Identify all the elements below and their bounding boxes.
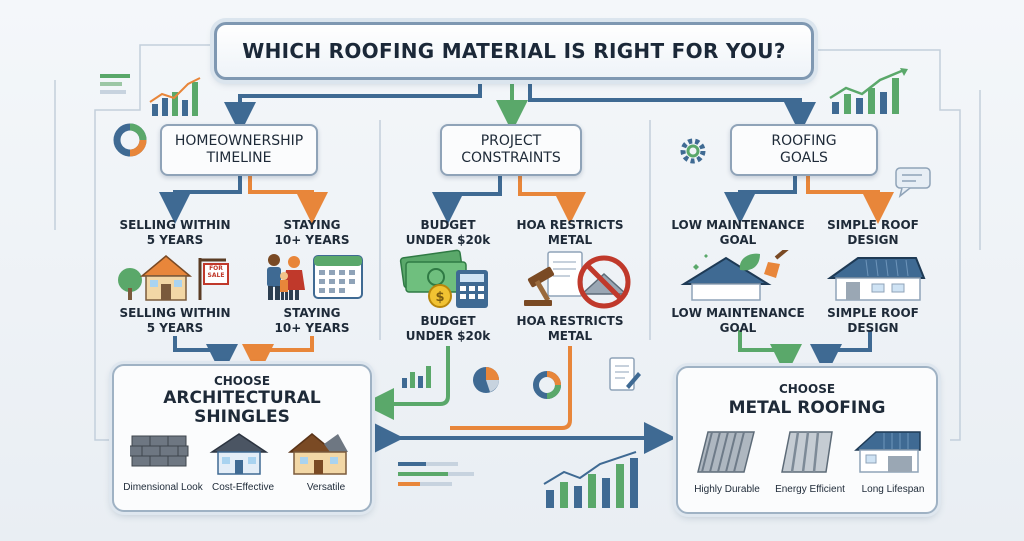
mini-chart-icon [402,366,431,388]
shingles-feature-versatile: Versatile [306,482,346,493]
shingle-tiles-icon [130,435,189,467]
option-budget-caption: BUDGET UNDER $20k [405,314,491,343]
simple-roof-house-icon [826,257,926,301]
growth-chart-icon [829,68,908,114]
shingles-feature-cost-effective: Cost-Effective [211,482,275,493]
blue-house-icon [209,433,269,475]
shingles-choose-text: CHOOSE [213,374,271,388]
house-for-sale-icon [118,255,229,301]
option-staying-caption: STAYING 10+ YEARS [274,306,350,335]
option-budget-label: BUDGET UNDER $20k [405,218,491,247]
family-calendar-icon [267,254,363,300]
metal-feature-energy-efficient: Energy Efficient [775,484,845,495]
shingles-feature-dimensional: Dimensional Look [123,482,203,493]
trend-chart-icon [543,451,638,508]
option-low-maintenance-label: LOW MAINTENANCE GOAL [671,218,805,247]
metal-choose-text: CHOOSE [778,382,836,396]
category-roofing-goals: ROOFING GOALS [730,124,878,176]
category-project-constraints: PROJECT CONSTRAINTS [440,124,582,176]
option-staying-label: STAYING 10+ YEARS [274,218,350,247]
option-hoa-label: HOA RESTRICTS METAL [516,218,624,247]
metal-feature-long-lifespan: Long Lifespan [861,484,925,495]
svg-text:$: $ [435,290,444,305]
shingles-title-line2: SHINGLES [194,407,290,427]
diagram-title: WHICH ROOFING MATERIAL IS RIGHT FOR YOU? [214,22,814,80]
shingles-title-line1: ARCHITECTURAL [163,388,321,408]
option-simple-design-caption: SIMPLE ROOF DESIGN [827,306,919,335]
option-low-maintenance-caption: LOW MAINTENANCE GOAL [671,306,805,335]
option-hoa-caption: HOA RESTRICTS METAL [516,314,624,343]
metal-feature-durable: Highly Durable [694,484,760,495]
progress-lines-icon [398,462,474,486]
small-pie-icon [473,367,499,393]
standing-seam-panel-icon [781,431,833,473]
option-simple-design-label: SIMPLE ROOF DESIGN [827,218,919,247]
low-maintenance-house-icon [680,250,789,301]
gear-icon [680,138,706,164]
cottage-icon [287,433,348,475]
money-calculator-icon: $ [399,249,488,308]
chat-bubble-icon [895,167,931,198]
for-sale-sign-text: FOR SALE [207,265,225,279]
category-homeownership-timeline: HOMEOWNERSHIP TIMELINE [160,124,318,176]
result-metal-roofing: CHOOSE METAL ROOFING Highly Durable Ener… [676,366,938,514]
option-selling-label: SELLING WITHIN 5 YEARS [119,218,231,247]
result-architectural-shingles: CHOOSE ARCHITECTURAL SHINGLES Dimensiona… [112,364,372,512]
donut-chart-icon [533,371,561,399]
document-icon [609,357,641,391]
metal-roof-house-icon [854,431,921,473]
gavel-no-metal-icon [524,251,631,309]
corrugated-panel-icon [697,431,755,473]
pie-chart-icon [113,123,147,157]
option-selling-caption: SELLING WITHIN 5 YEARS [119,306,231,335]
metal-title: METAL ROOFING [728,398,886,418]
bar-chart-icon [100,74,201,116]
